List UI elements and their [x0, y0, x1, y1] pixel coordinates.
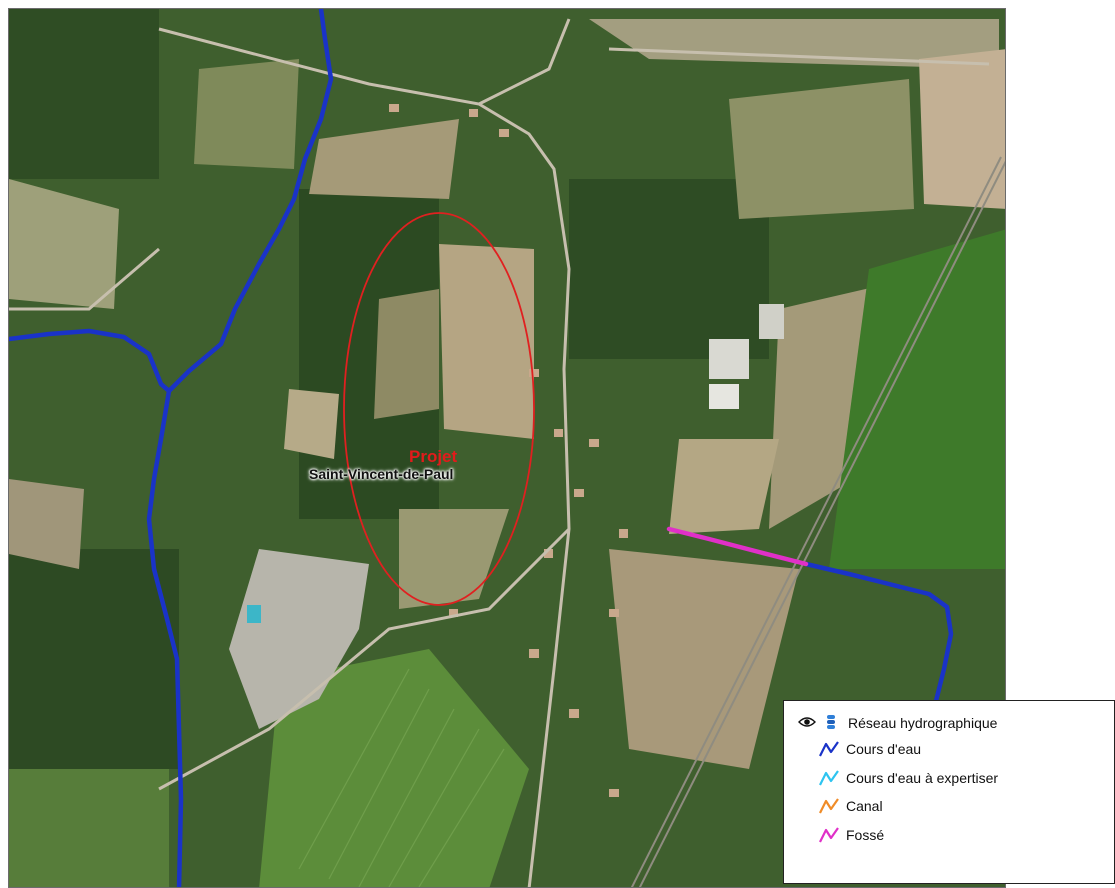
- wave-line-icon: [819, 798, 839, 814]
- waterway-cours-deau: [9, 9, 954, 887]
- aerial-map[interactable]: Projet Saint-Vincent-de-Paul: [8, 8, 1006, 888]
- place-label: Saint-Vincent-de-Paul: [309, 466, 454, 482]
- crop-field: [9, 769, 169, 887]
- building: [759, 304, 784, 339]
- forest-patch: [569, 179, 769, 359]
- legend-item-label: Cours d'eau: [846, 741, 922, 758]
- wave-line-icon: [819, 741, 839, 757]
- field: [309, 119, 459, 199]
- map-legend: Réseau hydrographique Cours d'eau Cours …: [783, 700, 1115, 884]
- roads: [9, 18, 990, 887]
- building: [709, 339, 749, 379]
- field: [9, 179, 119, 309]
- map-canvas: [9, 9, 1005, 887]
- legend-item-label: Fossé: [846, 826, 885, 843]
- legend-title: Réseau hydrographique: [848, 715, 998, 731]
- forest-patch: [9, 549, 179, 769]
- layer-stack-icon[interactable]: [826, 714, 836, 733]
- field: [669, 439, 779, 534]
- wave-line-icon: [819, 770, 839, 786]
- forest-patch: [9, 9, 159, 179]
- crop-field: [829, 229, 1005, 569]
- field: [194, 59, 299, 169]
- field: [374, 289, 439, 419]
- field: [9, 479, 84, 569]
- legend-item-fosse: Fossé: [798, 821, 1114, 850]
- railway: [630, 156, 1005, 887]
- village-houses: [389, 104, 628, 797]
- field: [439, 244, 534, 439]
- waterway-fosse: [666, 526, 809, 567]
- legend-title-row: Réseau hydrographique: [798, 711, 1114, 735]
- field: [284, 389, 339, 459]
- water-basin: [247, 605, 261, 623]
- field: [609, 549, 799, 769]
- legend-item-cours-deau-a-expertiser: Cours d'eau à expertiser: [798, 764, 1114, 793]
- crop-field: [259, 649, 529, 887]
- field: [589, 19, 999, 69]
- wave-line-icon: [819, 827, 839, 843]
- legend-item-cours-deau: Cours d'eau: [798, 735, 1114, 764]
- field: [729, 79, 914, 219]
- industrial-site: [229, 549, 369, 729]
- project-label: Projet: [409, 447, 458, 466]
- field: [919, 49, 1005, 209]
- project-outline: [343, 212, 535, 606]
- legend-item-label: Cours d'eau à expertiser: [846, 769, 999, 786]
- eye-icon[interactable]: [798, 715, 816, 731]
- building: [709, 384, 739, 409]
- legend-item-canal: Canal: [798, 792, 1114, 821]
- crop-rows: [298, 668, 505, 887]
- legend-item-label: Canal: [846, 798, 883, 815]
